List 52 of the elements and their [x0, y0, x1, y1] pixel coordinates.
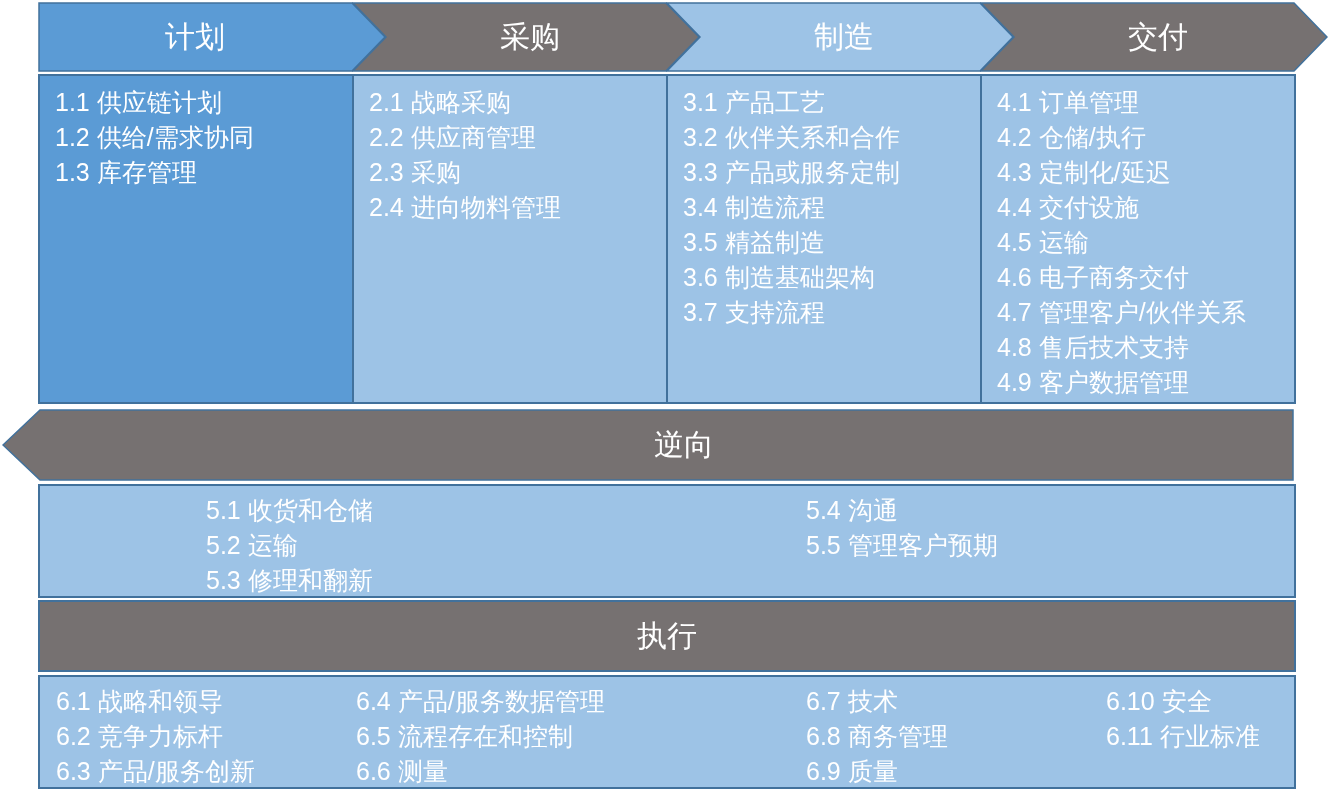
list-item: 4.9 客户数据管理 [997, 367, 1189, 398]
list-panel [38, 675, 1296, 789]
list-item: 1.3 库存管理 [55, 157, 197, 188]
list-item: 2.4 进向物料管理 [369, 192, 561, 223]
list-item: 6.10 安全 [1106, 686, 1212, 717]
list-item: 2.3 采购 [369, 157, 461, 188]
list-item: 5.4 沟通 [806, 495, 898, 526]
list-item: 3.3 产品或服务定制 [683, 157, 900, 188]
list-item: 1.2 供给/需求协同 [55, 122, 254, 153]
stage-title: 采购 [500, 18, 560, 55]
list-item: 3.5 精益制造 [683, 227, 825, 258]
list-item: 3.6 制造基础架构 [683, 262, 875, 293]
list-item: 6.1 战略和领导 [56, 686, 223, 717]
list-item: 4.2 仓储/执行 [997, 122, 1146, 153]
list-item: 4.6 电子商务交付 [997, 262, 1189, 293]
list-item: 6.2 竞争力标杆 [56, 721, 223, 752]
list-item: 6.3 产品/服务创新 [56, 756, 255, 787]
list-panel [980, 74, 1296, 404]
list-panel [38, 484, 1296, 598]
list-item: 6.9 质量 [806, 756, 898, 787]
list-item: 3.2 伙伴关系和合作 [683, 122, 900, 153]
list-item: 3.1 产品工艺 [683, 87, 825, 118]
list-item: 2.2 供应商管理 [369, 122, 536, 153]
list-item: 4.1 订单管理 [997, 87, 1139, 118]
stage-title: 计划 [165, 18, 225, 55]
list-item: 5.1 收货和仓储 [206, 495, 373, 526]
list-panel [666, 74, 982, 404]
list-item: 6.8 商务管理 [806, 721, 948, 752]
list-item: 5.2 运输 [206, 530, 298, 561]
list-item: 6.4 产品/服务数据管理 [356, 686, 605, 717]
stage-title: 逆向 [654, 426, 714, 463]
list-panel [352, 74, 668, 404]
list-item: 2.1 战略采购 [369, 87, 511, 118]
list-item: 6.7 技术 [806, 686, 898, 717]
stage-title: 制造 [814, 18, 874, 55]
section-band [38, 600, 1296, 672]
stage-title: 交付 [1128, 18, 1188, 55]
list-item: 4.7 管理客户/伙伴关系 [997, 297, 1246, 328]
list-item: 4.8 售后技术支持 [997, 332, 1189, 363]
list-item: 1.1 供应链计划 [55, 87, 222, 118]
list-item: 4.4 交付设施 [997, 192, 1139, 223]
list-item: 6.6 测量 [356, 756, 448, 787]
list-item: 4.3 定制化/延迟 [997, 157, 1171, 188]
list-item: 6.11 行业标准 [1106, 721, 1260, 752]
stage-title: 执行 [637, 617, 697, 654]
list-item: 3.7 支持流程 [683, 297, 825, 328]
list-panel [38, 74, 354, 404]
list-item: 5.3 修理和翻新 [206, 565, 373, 596]
list-item: 3.4 制造流程 [683, 192, 825, 223]
list-item: 4.5 运输 [997, 227, 1089, 258]
list-item: 6.5 流程存在和控制 [356, 721, 573, 752]
list-item: 5.5 管理客户预期 [806, 530, 998, 561]
